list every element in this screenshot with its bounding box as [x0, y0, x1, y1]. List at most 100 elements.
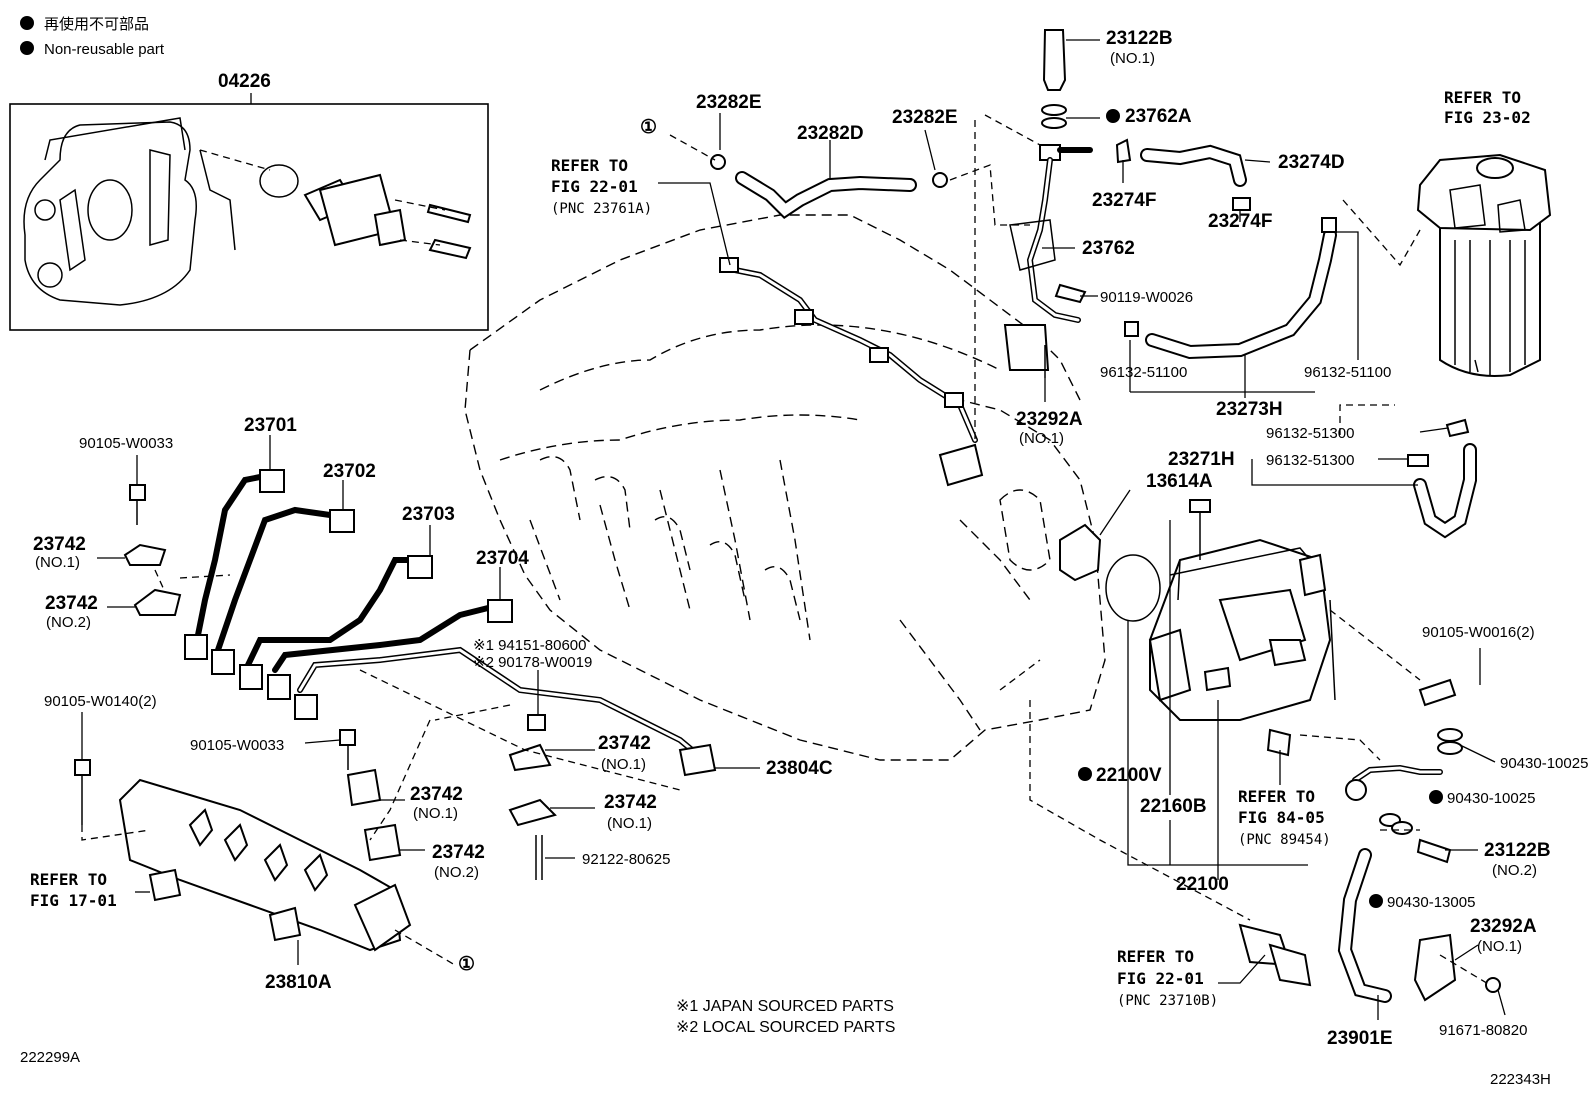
part-label-22160B[interactable]: 22160B — [1140, 796, 1207, 817]
part-label-23292A-top[interactable]: 23292A — [1016, 409, 1083, 430]
legend-jp: 再使用不可部品 — [44, 16, 149, 33]
valve-stack-23762 — [1003, 29, 1251, 378]
part-label-23742-right-no1[interactable]: 23742 — [604, 792, 657, 813]
part-label-90178-W0019[interactable]: ※2 90178-W0019 — [473, 654, 592, 671]
part-label-23282D[interactable]: 23282D — [797, 123, 864, 144]
supply-pump-22100 — [1059, 499, 1336, 721]
part-label-23274F-b[interactable]: 23274F — [1208, 211, 1272, 232]
refer-fig22-top-line3: (PNC 23761A) — [551, 201, 652, 217]
note-japan-sourced: ※1 JAPAN SOURCED PARTS — [676, 998, 894, 1015]
part-label-23742-left-no1[interactable]: 23742 — [33, 534, 86, 555]
note-local-sourced: ※2 LOCAL SOURCED PARTS — [676, 1019, 895, 1036]
leaders — [81, 39, 1506, 1020]
part-label-90430-13005[interactable]: 90430-13005 — [1387, 894, 1475, 911]
non-reusable-dot-icon — [20, 41, 34, 55]
small-brackets — [74, 484, 557, 880]
part-label-96132-51100-b[interactable]: 96132-51100 — [1304, 364, 1391, 381]
refer-fig22-top-line1[interactable]: REFER TO — [551, 156, 628, 175]
bolt-icon — [428, 238, 472, 260]
part-label-23762[interactable]: 23762 — [1082, 238, 1135, 259]
engine-block-outline — [464, 214, 1106, 761]
part-label-91671-80820[interactable]: 91671-80820 — [1439, 1022, 1527, 1039]
part-labels: 23122B (NO.1) 23762A 23282E 23282D 23282… — [33, 28, 1588, 1049]
part-label-96132-51300-b[interactable]: 96132-51300 — [1266, 452, 1354, 469]
refer-fig22-top-line2[interactable]: FIG 22-01 — [551, 177, 638, 196]
refer-fig22-bot-line3: (PNC 23710B) — [1117, 993, 1218, 1009]
part-label-23703[interactable]: 23703 — [402, 504, 455, 525]
refer-fig84-line2[interactable]: FIG 84-05 — [1238, 808, 1325, 827]
part-label-23271H[interactable]: 23271H — [1168, 449, 1235, 470]
part-label-23742-low-no1[interactable]: 23742 — [410, 784, 463, 805]
fuel-filter — [1416, 153, 1552, 377]
part-label-23742-low-no2[interactable]: 23742 — [432, 842, 485, 863]
part-label-23901E[interactable]: 23901E — [1327, 1028, 1393, 1049]
part-label-23122B-no2[interactable]: 23122B — [1484, 840, 1551, 861]
refer-fig17-line1[interactable]: REFER TO — [30, 870, 107, 889]
hose-23271H — [1407, 418, 1477, 539]
part-label-96132-51300-a[interactable]: 96132-51300 — [1266, 425, 1354, 442]
non-reusable-dot-icon — [1369, 894, 1383, 908]
part-label-90430-10025[interactable]: 90430-10025 — [1500, 755, 1588, 772]
part-label-23274F-a[interactable]: 23274F — [1092, 190, 1156, 211]
part-label-23742-mid-no1[interactable]: 23742 — [598, 733, 651, 754]
part-label-92122-80625[interactable]: 92122-80625 — [582, 851, 670, 868]
inset-frame — [9, 103, 489, 331]
non-reusable-dot-icon — [1106, 109, 1120, 123]
refer-labels: REFER TO FIG 22-01 (PNC 23761A) REFER TO… — [30, 88, 1531, 1009]
right-bottom-parts — [1238, 678, 1501, 1003]
part-label-23701[interactable]: 23701 — [244, 415, 297, 436]
refer-fig22-bot-line2[interactable]: FIG 22-01 — [1117, 969, 1204, 988]
part-label-90105-W0033-a[interactable]: 90105-W0033 — [79, 435, 173, 452]
part-label-90105-W0033-b[interactable]: 90105-W0033 — [190, 737, 284, 754]
part-sub-23742-left-no1: (NO.1) — [35, 554, 80, 571]
refer-fig22-bot-line1[interactable]: REFER TO — [1117, 947, 1194, 966]
part-label-96132-51100-a[interactable]: 96132-51100 — [1100, 364, 1187, 381]
legend-en: Non-reusable part — [44, 41, 165, 58]
part-label-22100V[interactable]: 22100V — [1096, 765, 1162, 786]
part-label-23274D[interactable]: 23274D — [1278, 152, 1345, 173]
part-label-23282E-b[interactable]: 23282E — [892, 107, 958, 128]
part-label-04226[interactable]: 04226 — [218, 71, 271, 92]
refer-fig23-line2[interactable]: FIG 23-02 — [1444, 108, 1531, 127]
part-label-23804C[interactable]: 23804C — [766, 758, 833, 779]
o-ring-icon — [259, 164, 299, 198]
non-reusable-dot-icon — [1078, 767, 1092, 781]
part-label-23273H[interactable]: 23273H — [1216, 399, 1283, 420]
part-label-13614A[interactable]: 13614A — [1146, 471, 1213, 492]
refer-fig84-line3: (PNC 89454) — [1238, 832, 1331, 848]
non-reusable-dot-icon — [1429, 790, 1443, 804]
part-sub-23742-mid-no1: (NO.1) — [601, 756, 646, 773]
figure-code-right: 222343H — [1490, 1071, 1551, 1088]
refer-fig84-line1[interactable]: REFER TO — [1238, 787, 1315, 806]
part-label-94151-80600[interactable]: ※1 94151-80600 — [473, 637, 587, 654]
suction-valve-icon — [303, 173, 407, 247]
match-mark-bottom: ① — [458, 954, 475, 975]
part-label-23702[interactable]: 23702 — [323, 461, 376, 482]
part-label-23122B-no1[interactable]: 23122B — [1106, 28, 1173, 49]
part-sub-23292A-top: (NO.1) — [1019, 430, 1064, 447]
part-label-90430-10025[interactable]: 90430-10025 — [1447, 790, 1535, 807]
legend: 再使用不可部品 Non-reusable part — [20, 16, 165, 58]
part-label-23292A-bottom[interactable]: 23292A — [1470, 916, 1537, 937]
dashed-helpers — [81, 114, 1491, 986]
part-sub-23742-low-no2: (NO.2) — [434, 864, 479, 881]
refer-fig17-line2[interactable]: FIG 17-01 — [30, 891, 117, 910]
part-label-90105-W0016[interactable]: 90105-W0016(2) — [1422, 624, 1535, 641]
figure-code-left: 222299A — [20, 1049, 80, 1066]
common-rail-23810A — [118, 778, 412, 952]
part-label-90105-W0140[interactable]: 90105-W0140(2) — [44, 693, 157, 710]
non-reusable-dot-icon — [20, 16, 34, 30]
part-label-22100[interactable]: 22100 — [1176, 874, 1229, 895]
part-label-23704[interactable]: 23704 — [476, 548, 529, 569]
injector-harness — [184, 469, 717, 777]
refer-fig23-line1[interactable]: REFER TO — [1444, 88, 1521, 107]
part-sub-23742-left-no2: (NO.2) — [46, 614, 91, 631]
inset-04226: 04226 — [9, 71, 489, 331]
part-label-23810A[interactable]: 23810A — [265, 972, 332, 993]
part-label-90119-W0026[interactable]: 90119-W0026 — [1100, 289, 1193, 306]
part-sub-23742-low-no1: (NO.1) — [413, 805, 458, 822]
part-label-23742-left-no2[interactable]: 23742 — [45, 593, 98, 614]
part-label-23762A[interactable]: 23762A — [1125, 106, 1192, 127]
part-label-23282E-a[interactable]: 23282E — [696, 92, 762, 113]
